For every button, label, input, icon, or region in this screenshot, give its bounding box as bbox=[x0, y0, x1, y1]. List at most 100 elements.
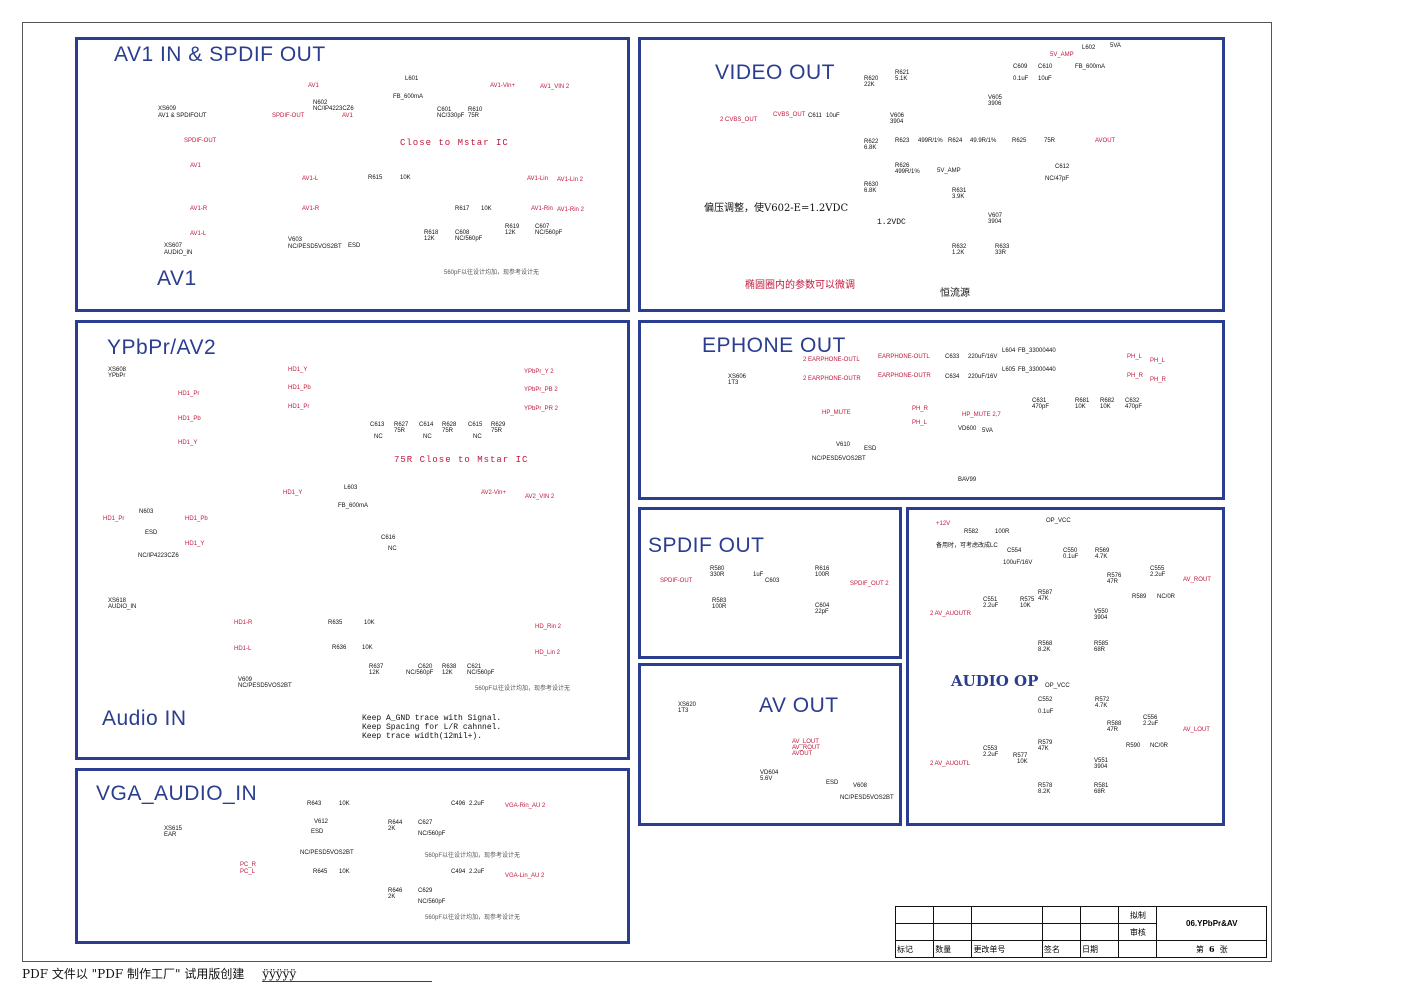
part-v551-value: 3904 bbox=[1094, 764, 1108, 770]
note-keep-3: Keep trace width(12mil+). bbox=[362, 732, 483, 741]
part-r643-value: 10K bbox=[339, 801, 350, 807]
panel-ypbpr-av2 bbox=[75, 320, 630, 760]
net-av1-l-2: AV1-L bbox=[302, 176, 319, 182]
part-r582: R582 bbox=[964, 529, 979, 535]
part-r619-value: 12K bbox=[505, 230, 516, 236]
part-v550-value: 3904 bbox=[1094, 615, 1108, 621]
net-av1-l: AV1-L bbox=[190, 231, 207, 237]
footer-link[interactable]: ÿÿÿÿÿ bbox=[262, 967, 433, 982]
note-keep-1: Keep A_GND trace with Signal. bbox=[362, 714, 502, 723]
part-c621: C621 bbox=[467, 664, 482, 670]
sheet-border bbox=[22, 22, 1272, 962]
note-lc: 备用时，可考虑改成LC bbox=[936, 543, 998, 549]
tb-sheet-name: 06.YPbPr&AV bbox=[1156, 906, 1267, 941]
net-hd-rin: HD_Rin 2 bbox=[535, 624, 562, 630]
part-v612: V612 bbox=[314, 819, 329, 825]
net-spdif-out: SPDIF-OUT bbox=[184, 138, 217, 144]
panel-audio-op bbox=[906, 507, 1225, 826]
part-r579-value: 47K bbox=[1038, 746, 1049, 752]
part-vd604-value: 5.6V bbox=[760, 776, 773, 782]
net-vga-lin: VGA-Lin_AU 2 bbox=[505, 873, 545, 879]
part-r589-value: NC/0R bbox=[1157, 594, 1176, 600]
net-eph-outr: 2 EARPHONE-OUTR bbox=[803, 376, 861, 382]
part-c494-value: 2.2uF bbox=[469, 869, 485, 875]
part-r627-value: 75R bbox=[394, 428, 406, 434]
part-r636: R636 bbox=[332, 645, 347, 651]
part-r588-value: 47R bbox=[1107, 727, 1119, 733]
note-560pf-1: 560pF以往设计均加，现参考设计无 bbox=[444, 270, 540, 276]
net-spdif-out-4: SPDIF_OUT 2 bbox=[850, 581, 889, 587]
part-v608: V608 bbox=[853, 783, 868, 789]
part-c550: C550 bbox=[1063, 548, 1078, 554]
net-5va-2: 5VA bbox=[982, 428, 993, 434]
part-r625: R625 bbox=[1012, 138, 1027, 144]
part-v610-desc: NC/PESD5VOS2BT bbox=[812, 456, 866, 462]
part-r681-value: 10K bbox=[1075, 404, 1086, 410]
part-r621-value: 5.1K bbox=[895, 76, 908, 82]
part-c634-value: 220uF/16V bbox=[968, 374, 998, 380]
net-av-auoutl: 2 AV_AUOUTL bbox=[930, 761, 970, 767]
net-av2-vin2: AV2_VIN 2 bbox=[525, 494, 555, 500]
part-v606: V606 bbox=[890, 113, 905, 119]
part-r637-value: 12K bbox=[369, 670, 380, 676]
part-r620: R620 bbox=[864, 76, 879, 82]
part-l602-value: FB_600mA bbox=[1075, 64, 1106, 70]
net-cvbs-out2: CVBS_OUT bbox=[773, 112, 806, 118]
part-r579: R579 bbox=[1038, 740, 1053, 746]
connector-xs615: XS615 bbox=[164, 826, 183, 832]
net-hd1-l: HD1-L bbox=[234, 646, 252, 652]
part-vd600: VD600 bbox=[958, 426, 977, 432]
connector-xs606-desc: 1T3 bbox=[728, 380, 739, 386]
part-c629: C629 bbox=[418, 888, 433, 894]
net-av-rout: AV_ROUT bbox=[792, 745, 820, 751]
part-r618-value: 12K bbox=[424, 236, 435, 242]
part-c614: C614 bbox=[419, 422, 434, 428]
part-r580: R580 bbox=[710, 566, 725, 572]
part-r621: R621 bbox=[895, 70, 910, 76]
net-spdif-out-in: SPDIF-OUT bbox=[272, 113, 305, 119]
tb-page: 第 6 张 bbox=[1156, 940, 1267, 958]
part-l604-value: FB_33000440 bbox=[1018, 348, 1056, 354]
panel-title-spdif: SPDIF OUT bbox=[648, 534, 765, 557]
part-r645: R645 bbox=[313, 869, 328, 875]
part-v608-desc: NC/PESD5VOS2BT bbox=[840, 795, 894, 801]
connector-xs608-desc: YPbPr bbox=[108, 373, 126, 379]
net-hd1-pb: HD1_Pb bbox=[178, 416, 201, 422]
net-ph-r-3: PH_R bbox=[912, 406, 929, 412]
part-c631-value: 470pF bbox=[1032, 404, 1050, 410]
net-hd1-y-2: HD1_Y bbox=[288, 367, 308, 373]
part-r590-value: NC/0R bbox=[1150, 743, 1169, 749]
part-n603: N603 bbox=[139, 509, 154, 515]
part-n602-desc: NC/IP4223CZ6 bbox=[313, 106, 354, 112]
part-l605-value: FB_33000440 bbox=[1018, 367, 1056, 373]
note-ellipse-params: 椭圆圈内的参数可以微调 bbox=[745, 280, 855, 291]
tb-page-pre: 第 bbox=[1195, 944, 1204, 954]
part-r625-value: 75R bbox=[1044, 138, 1056, 144]
part-r572: R572 bbox=[1095, 697, 1110, 703]
part-v603: V603 bbox=[288, 237, 303, 243]
net-hd1-pr-3: HD1_Pr bbox=[103, 516, 125, 522]
net-ph-l-3: PH_L bbox=[912, 420, 928, 426]
part-v605: V605 bbox=[988, 95, 1003, 101]
part-c627: C627 bbox=[418, 820, 433, 826]
part-c556-value: 2.2uF bbox=[1143, 721, 1159, 727]
net-av1-n602: AV1 bbox=[342, 113, 353, 119]
net-av1-r-2: AV1-R bbox=[302, 206, 320, 212]
part-c554-value: 100uF/16V bbox=[1003, 560, 1033, 566]
note-560pf-3: 560pF以往设计均加，现参考设计无 bbox=[425, 853, 521, 859]
panel-title-av1: AV1 IN & SPDIF OUT bbox=[114, 43, 326, 66]
part-r629: R629 bbox=[491, 422, 506, 428]
part-r623: R623 bbox=[895, 138, 910, 144]
note-75r-close-mstar: 75R Close to Mstar IC bbox=[394, 455, 529, 465]
part-r643: R643 bbox=[307, 801, 322, 807]
tb-h-qty: 数量 bbox=[933, 940, 973, 958]
part-n602: N602 bbox=[313, 100, 328, 106]
part-c609-value: 0.1uF bbox=[1013, 76, 1029, 82]
connector-xs620-desc: 1T3 bbox=[678, 708, 689, 714]
part-r622-value: 6.8K bbox=[864, 145, 877, 151]
part-r635: R635 bbox=[328, 620, 343, 626]
net-12v: +12V bbox=[936, 521, 951, 527]
tb-page-post: 张 bbox=[1219, 944, 1228, 954]
part-r627: R627 bbox=[394, 422, 409, 428]
